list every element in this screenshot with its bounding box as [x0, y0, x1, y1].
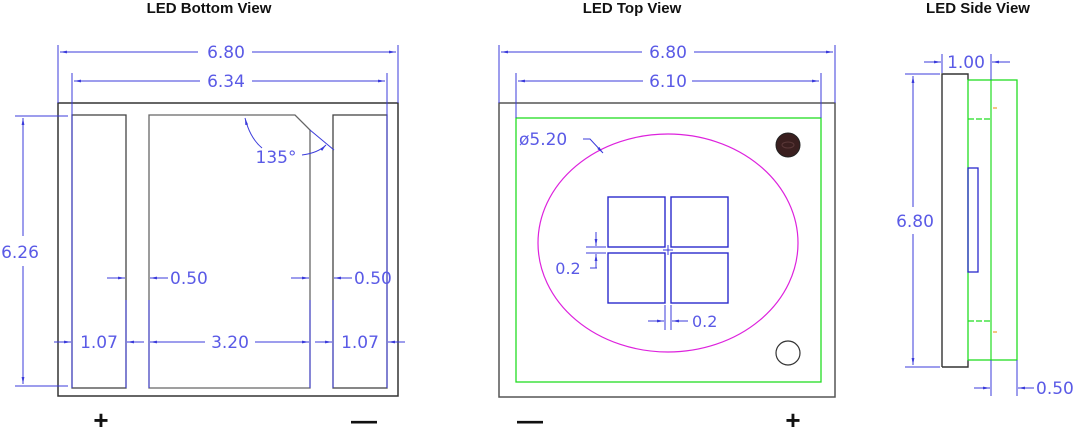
- side-dimension-lines: [905, 54, 1034, 396]
- top-view: LED Top View: [498, 0, 836, 430]
- dim-lens-diameter: ø5.20: [519, 130, 567, 150]
- side-lens-outline: [967, 79, 1018, 361]
- polarity-marker-filled: [775, 132, 801, 158]
- dim-height: 6.26: [1, 243, 39, 263]
- dim-body-thickness: 1.00: [947, 53, 985, 73]
- die-center-cross: [663, 245, 673, 255]
- side-view: LED Side View 1.00 6.80 0.50: [896, 0, 1074, 399]
- dim-lens-thickness: 0.50: [1036, 379, 1074, 399]
- top-package-outline: [498, 102, 836, 398]
- bottom-package-outline: [57, 102, 399, 397]
- dim-side-height: 6.80: [896, 212, 934, 232]
- dim-center-pad-width: 3.20: [211, 333, 249, 353]
- lens-circle: [537, 133, 799, 353]
- dim-overall-width: 6.80: [207, 43, 245, 63]
- polarity-plus-top: +: [785, 405, 800, 430]
- dim-top-inner-width: 6.10: [649, 72, 687, 92]
- side-view-title: LED Side View: [926, 0, 1030, 17]
- bottom-view: LED Bottom View: [1, 0, 405, 430]
- bottom-view-title: LED Bottom View: [147, 0, 272, 17]
- side-substrate-outline: [941, 73, 969, 367]
- side-die: [967, 167, 979, 273]
- polarity-marker-hollow: [775, 340, 801, 366]
- die-top-right: [670, 196, 729, 248]
- dim-die-gap-horizontal: 0.2: [692, 312, 717, 331]
- dim-angle: 135°: [256, 148, 297, 168]
- led-dies: [607, 196, 729, 304]
- dim-gap-right: 0.50: [354, 269, 392, 289]
- lens-area-outline: [515, 117, 822, 383]
- dim-die-gap-vertical: 0.2: [555, 259, 580, 278]
- polarity-minus-top: —: [517, 405, 543, 430]
- dim-pad-left-width: 1.07: [80, 333, 118, 353]
- dim-gap-left: 0.50: [170, 269, 208, 289]
- top-view-title: LED Top View: [583, 0, 682, 17]
- die-bottom-right: [670, 252, 729, 304]
- dim-top-overall-width: 6.80: [649, 43, 687, 63]
- bottom-dimension-lines: [15, 45, 405, 388]
- polarity-plus: +: [93, 405, 108, 430]
- dim-pad-span: 6.34: [207, 72, 245, 92]
- die-bottom-left: [607, 252, 666, 304]
- dim-pad-right-width: 1.07: [341, 333, 379, 353]
- die-top-left: [607, 196, 666, 248]
- top-dimension-lines: [498, 45, 836, 330]
- polarity-minus: —: [351, 405, 377, 430]
